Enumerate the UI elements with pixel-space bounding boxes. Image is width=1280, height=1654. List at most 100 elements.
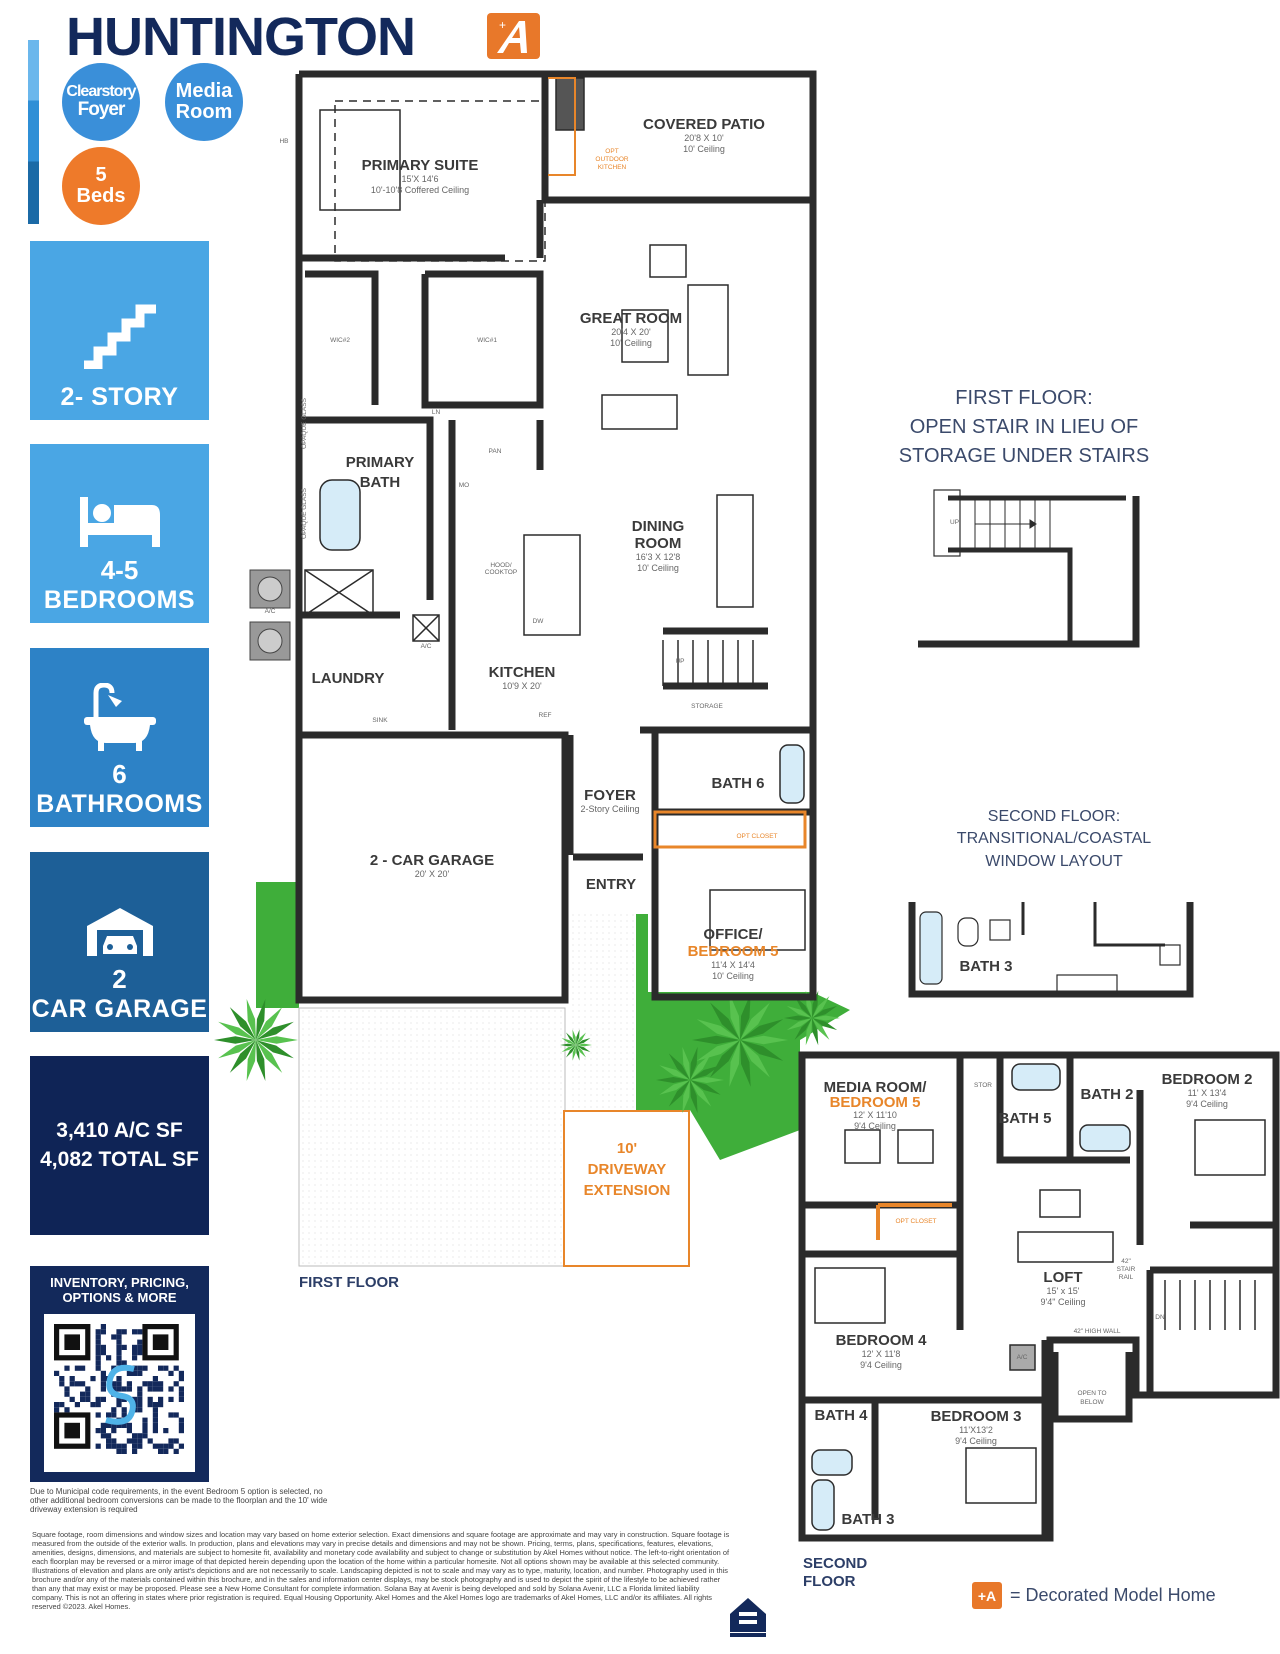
room-name: PRIMARY SUITE xyxy=(361,157,479,174)
room-ceiling: 9'4 Ceiling xyxy=(955,1435,997,1446)
option-stair-up-label: UP xyxy=(950,519,960,526)
room-ceiling: 10' Ceiling xyxy=(637,562,679,573)
badge-line: 5 xyxy=(95,164,107,186)
room-name: COVERED PATIO xyxy=(643,116,765,133)
room-name-option: BEDROOM 5 xyxy=(687,943,779,960)
qr-heading: OPTIONS & MORE xyxy=(62,1289,177,1305)
room-name: PRIMARY xyxy=(345,454,415,471)
ac-units xyxy=(249,569,291,661)
room-name: 2 - CAR GARAGE xyxy=(369,852,495,869)
room-size: 11'X13'2 xyxy=(959,1425,993,1435)
window-layout-detail xyxy=(908,902,1194,998)
open-to-below-label: OPEN TO BELOW xyxy=(1077,1389,1106,1407)
room-laundry: LAUNDRY xyxy=(311,670,385,687)
room-primary-bath: PRIMARY BATH xyxy=(346,453,415,494)
legal-disclaimer: Square footage, room dimensions and wind… xyxy=(32,1530,730,1612)
feature-2-story: 2- STORY xyxy=(30,241,209,420)
room-ceiling: 10'-10'8 Coffered Ceiling xyxy=(370,184,470,195)
badge-clearstory-foyer: Clearstory Foyer xyxy=(62,63,140,141)
room-loft: LOFT 15' x 15' 9'4" Ceiling xyxy=(1041,1269,1086,1308)
room-foyer: FOYER 2-Story Ceiling xyxy=(580,787,639,815)
opt-closet-label-2: OPT CLOSET xyxy=(895,1218,937,1225)
accent-bar xyxy=(28,40,39,224)
feature-number: 2 xyxy=(112,964,127,994)
note-line: WINDOW LAYOUT xyxy=(985,852,1123,870)
room-size: 20'8 X 10' xyxy=(684,133,724,143)
room-ceiling: 10' Ceiling xyxy=(610,337,652,348)
opt-closet-label: OPT CLOSET xyxy=(736,833,778,840)
feature-garage: 2 CAR GARAGE xyxy=(30,852,209,1032)
room-kitchen: KITCHEN 10'9 X 20' xyxy=(489,664,556,692)
ac-square-feet: 3,410 A/C SF xyxy=(56,1119,183,1143)
qr-code-icon[interactable] xyxy=(44,1314,195,1472)
note-line: FIRST FLOOR: xyxy=(955,387,1093,409)
feature-label: 2- STORY xyxy=(60,383,179,411)
room-name-option: BEDROOM 5 xyxy=(829,1094,921,1111)
model-home-a-icon: + xyxy=(497,18,527,53)
ac-label-2: A/C xyxy=(1016,1354,1028,1361)
municipal-note: Due to Municipal code requirements, in t… xyxy=(30,1487,328,1514)
room-size: 11'4 X 14'4 xyxy=(711,960,755,970)
total-square-feet: 4,082 TOTAL SF xyxy=(40,1147,199,1171)
room-bath-4: BATH 4 xyxy=(814,1407,868,1424)
room-ceiling: 9'4" Ceiling xyxy=(1040,1296,1086,1307)
label-line: HOOD/ xyxy=(490,562,512,569)
room-media-room: MEDIA ROOM/ BEDROOM 5 12' X 11'10 9'4 Ce… xyxy=(824,1080,927,1132)
room-bath-5: BATH 5 xyxy=(998,1110,1052,1127)
label-line: OPEN TO xyxy=(1077,1390,1107,1397)
room-bath-6: BATH 6 xyxy=(711,775,765,792)
garage-icon xyxy=(86,908,153,956)
feature-number: 6 xyxy=(112,759,127,789)
room-covered-patio: COVERED PATIO 20'8 X 10' 10' Ceiling xyxy=(643,116,765,155)
label-line: DRIVEWAY xyxy=(587,1161,667,1178)
equal-housing-icon xyxy=(730,1598,766,1637)
qr-heading: INVENTORY, PRICING, xyxy=(50,1275,189,1290)
model-home-a-icon: +A xyxy=(972,1582,1002,1609)
room-name: KITCHEN xyxy=(488,664,556,681)
feature-label: CAR GARAGE xyxy=(31,995,208,1023)
pantry-label: PAN xyxy=(488,448,502,455)
opt-outdoor-kitchen-label: OPT OUTDOOR KITCHEN xyxy=(595,148,628,171)
room-ceiling: 10' Ceiling xyxy=(683,143,725,154)
badge-line: Clearstory xyxy=(66,82,136,100)
room-ceiling: 9'4 Ceiling xyxy=(860,1359,902,1370)
sink-label: SINK xyxy=(372,717,388,724)
room-size: 15'X 14'6 xyxy=(401,174,439,184)
label-line: FLOOR xyxy=(803,1573,856,1590)
opt-outdoor-kitchen-outline xyxy=(548,77,576,176)
room-name: OFFICE/ xyxy=(703,926,763,943)
room-size: 12' X 11'10 xyxy=(853,1110,897,1120)
driveway-extension-label: 10' DRIVEWAY EXTENSION xyxy=(584,1138,671,1201)
label-line: BELOW xyxy=(1080,1399,1104,1407)
high-wall-label: 42" HIGH WALL xyxy=(1073,1328,1121,1335)
opaque-glass-label: OPAQUE GLASS xyxy=(300,398,308,449)
room-ceiling: 9'4 Ceiling xyxy=(854,1120,896,1131)
bed-icon xyxy=(79,497,160,547)
legend-text: = Decorated Model Home xyxy=(1010,1585,1216,1605)
room-size: 16'3 X 12'8 xyxy=(635,552,681,562)
qr-code-panel[interactable]: INVENTORY, PRICING,OPTIONS & MORE xyxy=(30,1266,209,1482)
room-name: ROOM xyxy=(634,535,682,552)
room-name: BEDROOM 2 xyxy=(1161,1071,1253,1088)
room-name: GREAT ROOM xyxy=(579,310,683,327)
wic1-label: WIC#1 xyxy=(477,337,497,344)
note-line: TRANSITIONAL/COASTAL xyxy=(956,830,1152,848)
stair-up-label: UP xyxy=(675,658,685,665)
storage-label: STORAGE xyxy=(691,703,723,710)
linen-label: LN xyxy=(431,409,441,416)
label-line: SECOND xyxy=(803,1555,868,1572)
label-line: OUTDOOR xyxy=(595,155,629,163)
feature-number: 4-5 xyxy=(100,555,139,585)
badge-line: Media xyxy=(175,80,233,102)
room-primary-suite: PRIMARY SUITE 15'X 14'6 10'-10'8 Coffere… xyxy=(362,157,479,196)
room-size: 20' X 20' xyxy=(414,869,450,879)
badge-line: Room xyxy=(175,101,233,123)
room-bedroom-4: BEDROOM 4 12' X 11'8 9'4 Ceiling xyxy=(836,1332,927,1371)
microwave-oven-label: MO xyxy=(458,482,470,489)
stair-down-label: DN xyxy=(1155,1314,1165,1321)
opaque-glass-label: OPAQUE GLASS xyxy=(300,488,308,539)
ac-label: A/C xyxy=(264,608,276,615)
note-line: STORAGE UNDER STAIRS xyxy=(898,445,1150,467)
feature-label: BATHROOMS xyxy=(36,790,203,818)
